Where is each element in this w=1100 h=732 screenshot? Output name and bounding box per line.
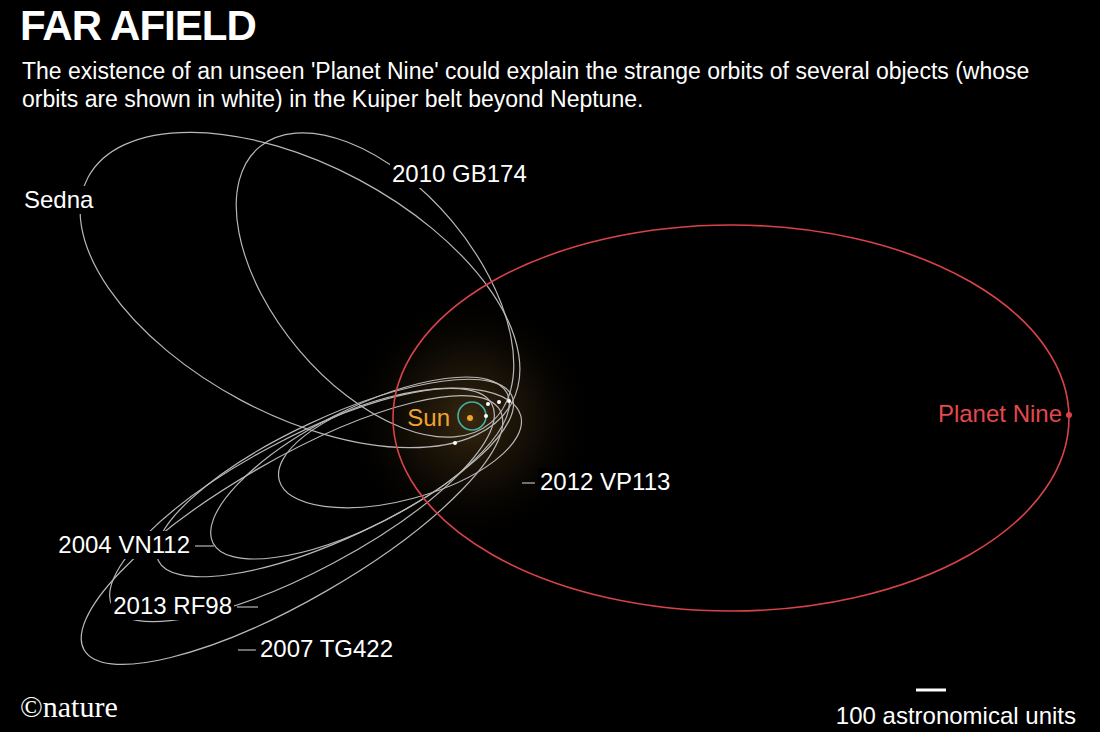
planet-label: Planet Nine (936, 400, 1064, 428)
tno-orbit (187, 341, 534, 594)
caption: The existence of an unseen 'Planet Nine'… (22, 58, 1082, 113)
leader-line (238, 649, 256, 650)
leader-line (195, 545, 214, 546)
object-label: 2010 GB174 (390, 160, 529, 188)
sun-label: Sun (405, 404, 452, 432)
rf98-orbit (81, 346, 523, 664)
object-dot (484, 414, 488, 418)
sun-glow (340, 288, 600, 548)
object-label: 2007 TG422 (258, 635, 395, 663)
neptune-orbit (458, 402, 486, 430)
object-label: 2004 VN112 (56, 531, 192, 559)
title: FAR AFIELD (20, 2, 256, 50)
sun-dot (467, 415, 473, 421)
object-label: 2013 RF98 (111, 592, 234, 620)
object-dot (486, 402, 490, 406)
object-label: 2012 VP113 (538, 468, 672, 496)
gb174-orbit (183, 83, 568, 487)
object-dot (507, 399, 511, 403)
scale-label: 100 astronomical units (834, 702, 1078, 730)
planet-nine-orbit (393, 225, 1069, 611)
planet-nine-dot (1066, 412, 1072, 418)
leader-line (237, 606, 258, 607)
vn112-orbit (133, 341, 537, 615)
object-dot (497, 400, 501, 404)
scale-bar (916, 689, 946, 692)
leader-line (522, 482, 535, 483)
object-label: Sedna (22, 186, 95, 214)
object-dot (453, 441, 457, 445)
publisher-logo: ©nature (18, 690, 120, 725)
tg422-orbit (49, 349, 535, 710)
